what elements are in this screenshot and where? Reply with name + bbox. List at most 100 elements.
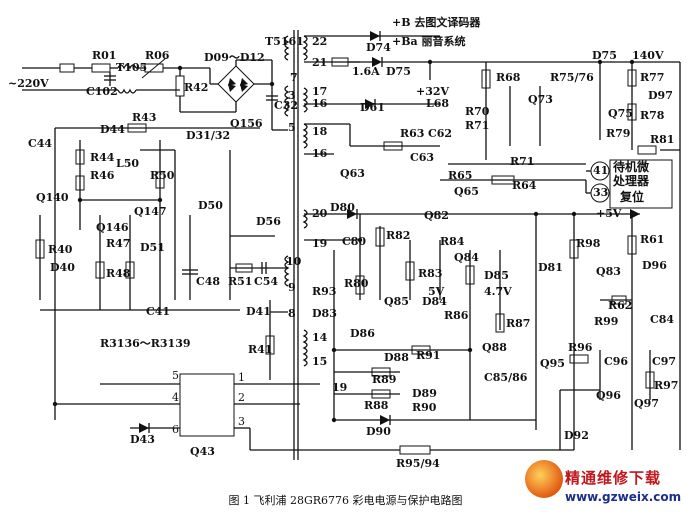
q65-label: Q65 <box>454 185 479 198</box>
b-plus-note: +B 去图文译码器 <box>392 16 481 29</box>
r75-label: R75/76 <box>550 71 594 84</box>
transformer-t5161 <box>272 30 308 460</box>
tx-pin: 17 <box>312 85 328 98</box>
opto-pin: 1 <box>238 371 245 384</box>
tx-pin: 15 <box>312 355 328 368</box>
c41-label: C41 <box>146 305 171 318</box>
r99-label: R99 <box>594 315 619 328</box>
r71b-label: R71 <box>510 155 535 168</box>
d43-label: D43 <box>130 433 155 446</box>
r95-label: R95/94 <box>396 457 440 470</box>
tx-pin: 14 <box>312 331 328 344</box>
r71-label: R71 <box>465 119 490 132</box>
q146-label: Q146 <box>96 221 129 234</box>
tx-pin: 8 <box>288 307 296 320</box>
tx-pin: 22 <box>312 35 328 48</box>
secondary-top-outputs <box>304 31 460 155</box>
d31-label: D31/32 <box>186 129 231 142</box>
q147-label: Q147 <box>134 205 167 218</box>
r79-label: R79 <box>606 127 631 140</box>
upper-right-regulators <box>481 62 637 160</box>
primary-switching-section <box>35 123 288 420</box>
transformer-label: T5161 <box>265 35 304 48</box>
d89-label: D89 <box>412 387 437 400</box>
r82-label: R82 <box>386 229 411 242</box>
tx-pin: 20 <box>312 207 328 220</box>
r3136-label: R3136～R3139 <box>100 337 191 350</box>
c102-label: C102 <box>86 85 118 98</box>
l50-label: L50 <box>116 157 140 170</box>
r97-label: R97 <box>654 379 679 392</box>
v5b-label: 5V <box>428 285 445 298</box>
d41-label: D41 <box>246 305 271 318</box>
d90-label: D90 <box>366 425 391 438</box>
opto-pin: 5 <box>172 369 179 382</box>
c84-label: C84 <box>650 313 675 326</box>
c97-label: C97 <box>652 355 677 368</box>
d50-label: D50 <box>198 199 223 212</box>
r47-label: R47 <box>106 237 131 250</box>
r87-label: R87 <box>506 317 531 330</box>
q73-label: Q73 <box>528 93 553 106</box>
c62-label: C62 <box>428 127 453 140</box>
q97-label: Q97 <box>634 397 659 410</box>
r65-label: R65 <box>448 169 473 182</box>
v140-label: 140V <box>632 49 664 62</box>
tx-pin: 18 <box>312 125 328 138</box>
d86-label: D86 <box>350 327 375 340</box>
tx-pin: 19 <box>312 237 328 250</box>
r86-label: R86 <box>444 309 469 322</box>
q75-label: Q75 <box>608 107 633 120</box>
q63-label: Q63 <box>340 167 365 180</box>
c44-label: C44 <box>28 137 53 150</box>
d81-label: D81 <box>538 261 563 274</box>
tx-pin: 5 <box>288 121 296 134</box>
r61-label: R61 <box>640 233 665 246</box>
c54-label: C54 <box>254 275 279 288</box>
mcu-note-3: 复位 <box>620 190 645 204</box>
optocoupler-q43 <box>55 373 574 455</box>
tx-pin: 3 <box>288 89 296 102</box>
tx-pin: 9 <box>288 281 296 294</box>
right-rails <box>460 61 681 450</box>
r93-label: R93 <box>312 285 337 298</box>
q95-label: Q95 <box>540 357 565 370</box>
d84-label: D84 <box>422 295 447 308</box>
c80-label: C80 <box>342 235 367 248</box>
d85-label: D85 <box>484 269 509 282</box>
r81-label: R81 <box>650 133 675 146</box>
r98-label: R98 <box>576 237 601 250</box>
d44-label: D44 <box>100 123 125 136</box>
d96-label: D96 <box>642 259 667 272</box>
watermark-site-name: 精通维修下载 <box>565 469 662 487</box>
fuse-label: 1.6A <box>352 65 380 78</box>
r46-label: R46 <box>90 169 115 182</box>
r96-label: R96 <box>568 341 593 354</box>
r90-label: R90 <box>412 401 437 414</box>
opto-pin: 3 <box>238 415 245 428</box>
q85-label: Q85 <box>384 295 409 308</box>
d40-label: D40 <box>50 261 75 274</box>
r63-label: R63 <box>400 127 425 140</box>
r48-label: R48 <box>106 267 131 280</box>
l68-label: L68 <box>426 97 450 110</box>
d56-label: D56 <box>256 215 281 228</box>
mains-input-section <box>22 57 278 130</box>
opto-pin: 6 <box>172 423 179 436</box>
site-logo-icon <box>525 460 563 498</box>
r64-label: R64 <box>512 179 537 192</box>
q140-label: Q140 <box>36 191 69 204</box>
r70-label: R70 <box>465 105 490 118</box>
mains-label: ~220V <box>8 77 49 90</box>
mcu-interface <box>440 159 673 209</box>
r77-label: R77 <box>640 71 665 84</box>
r80-label: R80 <box>344 277 369 290</box>
d09-label: D09～D12 <box>204 51 265 64</box>
r88-label: R88 <box>364 399 389 412</box>
pin-41: 41 <box>593 164 609 177</box>
tx-pin: 16 <box>312 97 328 110</box>
r51-label: R51 <box>228 275 253 288</box>
opto-pin: 2 <box>238 391 245 404</box>
